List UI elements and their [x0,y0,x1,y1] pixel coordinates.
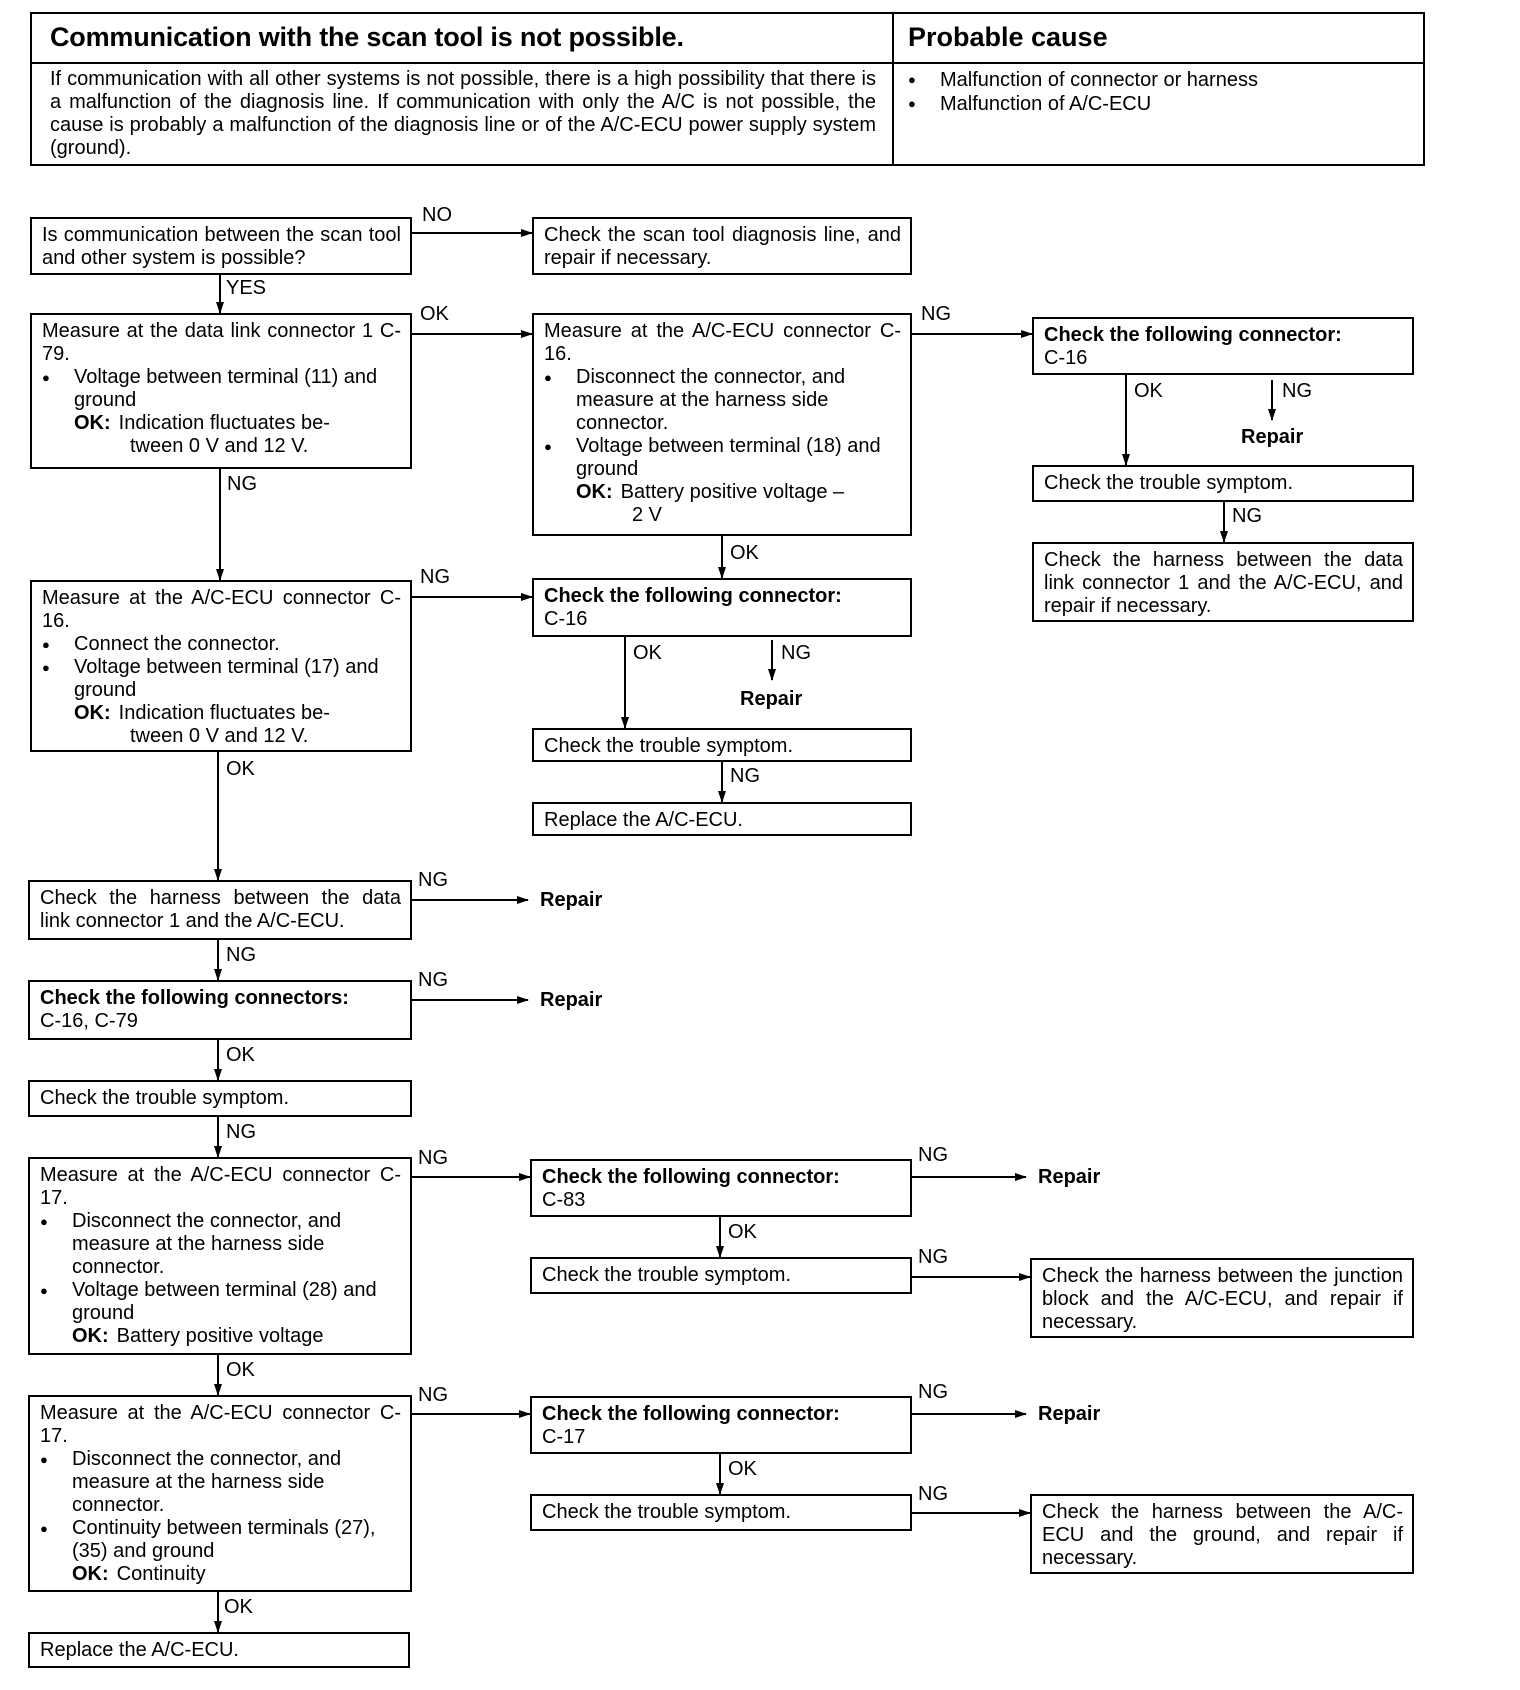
label-ng: NG [418,869,448,891]
step-measure-ecu-c17-ground: Measure at the A/C-ECU connector C-17. D… [28,1395,412,1592]
bullet-item: Disconnect the connector, and measure at… [40,1210,401,1279]
ok-criterion-cont: tween 0 V and 12 V. [130,435,309,457]
cause-title: Probable cause [908,22,1108,52]
problem-description: If communication with all other systems … [50,68,876,159]
bullet-item: Continuity between terminals (27), (35) … [40,1517,401,1563]
label-ok: OK [728,1221,757,1243]
cause-item: Malfunction of A/C-ECU [908,92,1408,116]
step-check-trouble-symptom: Check the trouble symptom. [1032,465,1414,502]
repair-label: Repair [740,688,803,710]
label-ok: OK [730,542,759,564]
label-ng: NG [1282,380,1312,402]
step-check-trouble-symptom: Check the trouble symptom. [28,1080,412,1117]
label-ng: NG [730,765,760,787]
repair-label: Repair [1241,426,1304,448]
bullet-item: Connect the connector. [42,633,401,656]
label-ok: OK [728,1458,757,1480]
label-ok: OK [1134,380,1163,402]
bullet-item: Voltage between terminal (28) and ground [40,1279,401,1325]
repair-label: Repair [1038,1403,1101,1425]
label-ok: OK [226,1044,255,1066]
label-ng: NG [918,1381,948,1403]
label-ng: NG [918,1483,948,1505]
step-measure-data-link-connector: Measure at the data link connector 1 C-7… [30,313,412,469]
bullet-item: Voltage between terminal (11) and ground [42,366,401,412]
label-ok: OK [633,642,662,664]
header-table: Communication with the scan tool is not … [30,12,1425,166]
label-ok: OK [226,758,255,780]
label-ng: NG [418,1147,448,1169]
ok-criterion: OK:Continuity [72,1563,206,1585]
step-check-harness-dlc-ecu-main: Check the harness between the data link … [28,880,412,940]
label-ng: NG [227,473,257,495]
step-replace-ecu: Replace the A/C-ECU. [532,802,912,836]
label-ng: NG [1232,505,1262,527]
step-check-harness-dlc-ecu: Check the harness between the data link … [1032,542,1414,622]
ok-criterion: OK:Indication fluctuates be- [74,412,330,434]
label-ng: NG [918,1246,948,1268]
step-check-connectors-c16-c79: Check the following connectors: C-16, C-… [28,980,412,1040]
label-ng: NG [918,1144,948,1166]
step-check-connector-c16-a: Check the following connector: C-16 [1032,317,1414,375]
bullet-item: Disconnect the connector, and measure at… [40,1448,401,1517]
step-check-diagnosis-line: Check the scan tool diagnosis line, and … [532,217,912,275]
step-measure-ecu-c16-power: Measure at the A/C-ECU connector C-16. D… [532,313,912,536]
repair-label: Repair [1038,1166,1101,1188]
ok-criterion-cont: 2 V [632,504,663,526]
bullet-item: Voltage between terminal (18) and ground [544,435,901,481]
bullet-item: Voltage between terminal (17) and ground [42,656,401,702]
step-scan-tool-question: Is communication between the scan tool a… [30,217,412,275]
ok-criterion: OK:Indication fluctuates be- [74,702,330,724]
label-ng: NG [226,944,256,966]
step-check-trouble-symptom: Check the trouble symptom. [530,1494,912,1531]
label-ng: NG [420,566,450,588]
label-ng: NG [226,1121,256,1143]
step-check-connector-c83: Check the following connector: C-83 [530,1159,912,1217]
cause-list: Malfunction of connector or harness Malf… [908,68,1408,116]
step-measure-ecu-c17-power: Measure at the A/C-ECU connector C-17. D… [28,1157,412,1355]
ok-criterion: OK:Battery positive voltage [72,1325,324,1347]
header-title-row [32,14,1423,64]
step-measure-ecu-c16-signal: Measure at the A/C-ECU connector C-16. C… [30,580,412,752]
label-ng: NG [921,303,951,325]
label-no: NO [422,204,452,226]
repair-label: Repair [540,989,603,1011]
step-check-harness-junction-ecu: Check the harness between the junction b… [1030,1258,1414,1338]
step-replace-ecu-final: Replace the A/C-ECU. [28,1632,410,1668]
page-title: Communication with the scan tool is not … [50,22,684,52]
cause-item: Malfunction of connector or harness [908,68,1408,92]
bullet-item: Disconnect the connector, and measure at… [544,366,901,435]
label-ok: OK [420,303,449,325]
label-ok: OK [224,1596,253,1618]
ok-criterion-cont: tween 0 V and 12 V. [130,725,309,747]
label-yes: YES [226,277,267,299]
step-check-harness-ecu-ground: Check the harness between the A/C-ECU an… [1030,1494,1414,1574]
step-check-connector-c16-b: Check the following connector: C-16 [532,578,912,637]
ok-criterion: OK:Battery positive voltage – [576,481,845,503]
step-check-trouble-symptom: Check the trouble symptom. [532,728,912,762]
step-check-connector-c17: Check the following connector: C-17 [530,1396,912,1454]
header-divider [892,14,894,164]
label-ng: NG [418,969,448,991]
label-ng: NG [781,642,811,664]
repair-label: Repair [540,889,603,911]
label-ok: OK [226,1359,255,1381]
step-check-trouble-symptom: Check the trouble symptom. [530,1257,912,1294]
label-ng: NG [418,1384,448,1406]
